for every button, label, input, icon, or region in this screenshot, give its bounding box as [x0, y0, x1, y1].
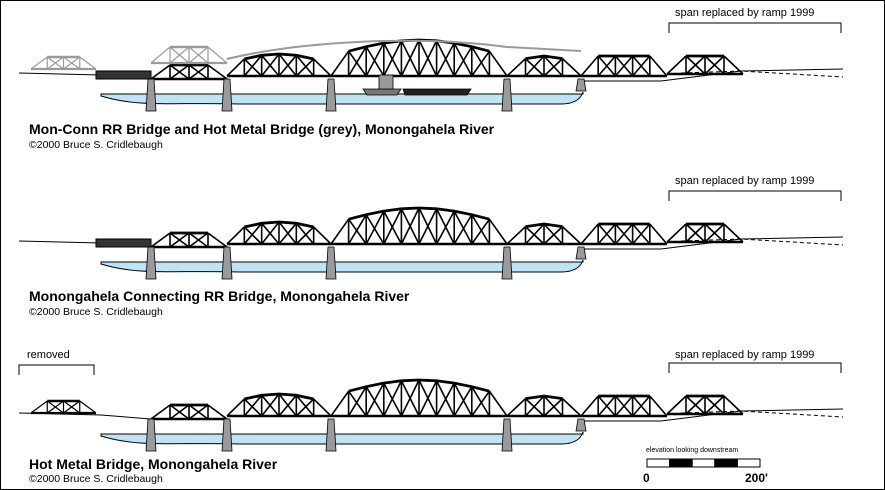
panel-3-right-bank [583, 408, 844, 422]
panel-2-truss-span-1 [150, 231, 228, 249]
panel-3-river-water [100, 431, 584, 445]
panel-1-pier-2 [221, 78, 233, 112]
panel-2-truss-span-3 [330, 206, 508, 246]
scale-end-label: 200' [745, 471, 768, 485]
panel-1-credit: ©2000 Bruce S. Cridlebaugh [29, 139, 163, 151]
panel-3-annotation: span replaced by ramp 1999 [675, 349, 815, 361]
panel-3-removed-label: removed [27, 349, 70, 361]
panel-2-truss-span-4 [506, 222, 582, 246]
panel-1-truss-span-3 [330, 38, 508, 78]
panel-2-pier-3 [325, 246, 337, 280]
panel-1-grey-top-chord [226, 39, 582, 60]
panel-3-credit: ©2000 Bruce S. Cridlebaugh [29, 473, 163, 485]
panel-2-truss-span-2 [226, 220, 332, 246]
panel-3-elevation [18, 362, 844, 452]
scale-segment [736, 458, 761, 468]
panel-1-elevation [18, 22, 844, 112]
panel-2-truss-span-5 [580, 222, 668, 246]
panel-1-truss-span-6 [666, 54, 744, 76]
panel-1-pier-3 [325, 78, 337, 112]
panel-2-pier-5 [575, 246, 587, 260]
panel-3-removed-bracket [18, 364, 95, 375]
panel-1-viaduct-deck [95, 70, 152, 80]
scale-segment [646, 458, 671, 468]
panel-2-credit: ©2000 Bruce S. Cridlebaugh [29, 306, 163, 318]
scale-segment [669, 458, 693, 468]
panel-2-pier-2 [221, 246, 233, 280]
panel-3-annotation-bracket [668, 362, 842, 373]
panel-1-pier-5 [575, 78, 587, 92]
panel-3-title: Hot Metal Bridge, Monongahela River [29, 456, 278, 472]
panel-1-towboat-cabin [378, 74, 394, 90]
panel-1-annotation-bracket [668, 22, 842, 33]
panel-1-truss-span-4 [506, 54, 582, 78]
panel-3-pier-1 [145, 418, 157, 452]
panel-3-truss-span-5 [580, 394, 668, 418]
panel-1-annotation: span replaced by ramp 1999 [675, 7, 815, 19]
panel-2-right-bank [583, 236, 844, 250]
panel-1-ramp-dashed [680, 70, 844, 78]
panel-1-pier-1 [145, 78, 157, 112]
panel-3-pier-3 [325, 418, 337, 452]
panel-2-annotation-bracket [668, 190, 842, 201]
panel-2-ramp-dashed [680, 238, 844, 246]
panel-2-annotation: span replaced by ramp 1999 [675, 175, 815, 187]
panel-3-ramp-dashed [680, 410, 844, 418]
panel-1-barge [402, 88, 472, 96]
panel-1-pier-4 [501, 78, 513, 112]
panel-2-river-water [100, 259, 584, 273]
panel-3-truss-span-2 [226, 392, 332, 418]
scale-bar [646, 458, 761, 468]
panel-3-pier-5 [575, 418, 587, 432]
panel-3-pier-4 [501, 418, 513, 452]
panel-3-truss-span-3 [330, 378, 508, 418]
scale-caption: elevation looking downstream [646, 447, 739, 454]
panel-2-pier-4 [501, 246, 513, 280]
panel-3-approach-truss [30, 399, 97, 415]
panel-3-truss-span-1 [150, 403, 228, 421]
panel-1-grey-truss-span [150, 45, 228, 65]
scale-segment [714, 458, 738, 468]
panel-2-viaduct-deck [95, 238, 152, 248]
panel-1-right-bank [583, 68, 844, 82]
panel-1-truss-span-2 [226, 52, 332, 78]
scale-start-label: 0 [643, 471, 650, 485]
scale-segment [691, 458, 716, 468]
panel-1-grey-approach-truss [30, 55, 97, 71]
panel-1-title: Mon-Conn RR Bridge and Hot Metal Bridge … [29, 121, 495, 137]
panel-3-truss-span-6 [666, 394, 744, 416]
panel-3-truss-span-4 [506, 394, 582, 418]
panel-2-elevation [18, 190, 844, 280]
panel-2-truss-span-6 [666, 222, 744, 244]
panel-3-pier-2 [221, 418, 233, 452]
panel-1-towboat [362, 88, 402, 96]
panel-1-truss-span-5 [580, 54, 668, 78]
panel-1-truss-span-1 [150, 63, 228, 81]
panel-2-title: Monongahela Connecting RR Bridge, Monong… [29, 288, 410, 304]
panel-2-pier-1 [145, 246, 157, 280]
